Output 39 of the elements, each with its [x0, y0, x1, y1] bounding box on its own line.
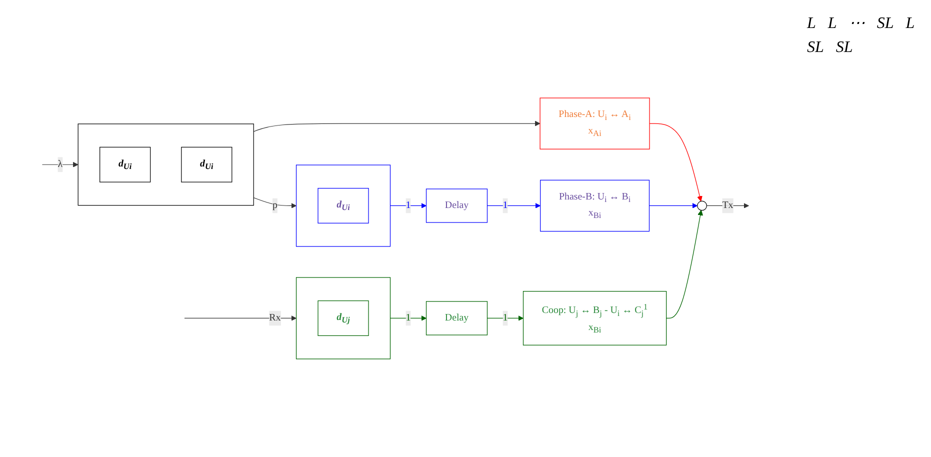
node-circle — [697, 200, 707, 211]
edge-label: λ — [58, 159, 63, 170]
arrow — [390, 203, 427, 208]
arrow — [666, 210, 704, 319]
edge-label: p — [272, 200, 278, 211]
arrow — [184, 316, 297, 321]
arrow — [706, 203, 750, 208]
arrow — [390, 316, 427, 321]
cluster — [78, 124, 254, 206]
edge-label: 1 — [406, 312, 411, 324]
edge-label: 1 — [502, 200, 508, 211]
edge-label: Tx — [722, 200, 734, 211]
node-box: d$_{Ui}$ — [318, 188, 369, 224]
dimension-label: L — [906, 15, 915, 33]
edge-label: 1 — [406, 200, 411, 211]
arrow — [486, 316, 524, 321]
node-box: Phase-B: U$_{i}$ ↔ B$_{i}$ x$_{Bi}$ — [540, 180, 650, 232]
dimension-label: SL — [807, 39, 824, 57]
edge-label: Rx — [269, 312, 281, 324]
edge-label: 1 — [502, 312, 508, 324]
node-box: Delay — [426, 301, 488, 336]
arrow — [253, 197, 297, 208]
arrow — [648, 203, 698, 208]
cluster — [296, 164, 391, 247]
node-box: d$_{Uj}$ — [318, 300, 369, 336]
dimension-label: SL — [836, 39, 853, 57]
node-box: Delay — [426, 188, 488, 223]
dimension-label: L — [807, 15, 816, 33]
cluster — [296, 277, 391, 360]
dimension-label: SL — [876, 15, 894, 33]
node-box: Phase-A: U$_{i}$ ↔ A$_{i}$ x$_{Ai}$ — [540, 98, 650, 150]
node-box: d$_{Ui}$ — [181, 146, 232, 182]
arrow — [486, 203, 541, 208]
arrow — [649, 123, 702, 202]
arrow — [253, 120, 540, 132]
dimension-label: ⋯ — [848, 14, 865, 33]
dimension-label: L — [828, 15, 837, 33]
node-box: d$_{Ui}$ — [100, 146, 151, 182]
arrow — [42, 162, 78, 168]
